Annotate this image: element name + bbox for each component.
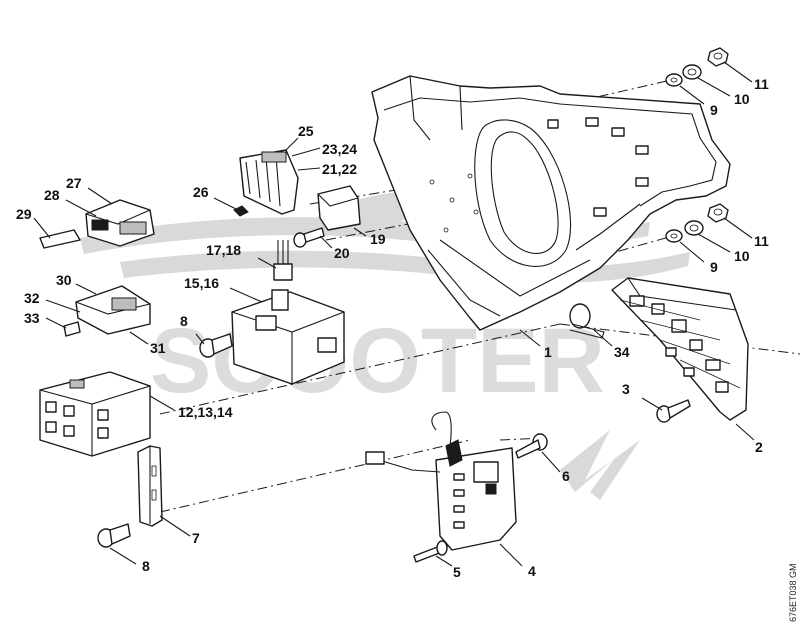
callout-2: 2	[755, 439, 763, 455]
din-rail-part-19	[317, 185, 361, 231]
callout-11-bottom: 11	[754, 233, 769, 249]
callout-6: 6	[562, 468, 570, 484]
washer-nut-set-bottom	[665, 203, 729, 243]
din-rail-part-7	[137, 445, 163, 527]
callout-labels: 1 2 3 4 5 6 7 8 8 9 9 10 10 11 11 12,13,…	[16, 76, 769, 580]
washer-nut-set-top	[665, 47, 729, 87]
callout-12-13-14: 12,13,14	[178, 404, 233, 420]
fuse-holder-part-30	[75, 285, 151, 335]
callout-28: 28	[44, 187, 60, 203]
fuse-part-33	[63, 321, 81, 337]
screw-part-3	[656, 399, 691, 423]
terminal-block-part-21	[239, 149, 299, 215]
callout-9-bottom: 9	[710, 259, 718, 275]
callout-27: 27	[66, 175, 82, 191]
callout-3: 3	[622, 381, 630, 397]
callout-8-upper: 8	[180, 313, 188, 329]
circuit-board-part-2	[611, 277, 749, 421]
pin-part-5	[413, 540, 448, 563]
contactor-part-12	[39, 371, 151, 457]
housing-part-1	[371, 75, 731, 331]
cable-tie-part-34	[569, 303, 605, 339]
callout-4: 4	[528, 563, 536, 579]
leader-lines	[33, 61, 755, 567]
callout-34: 34	[614, 344, 630, 360]
callout-17-18: 17,18	[206, 242, 241, 258]
jumper-part-26	[233, 205, 249, 217]
screw-part-8-upper	[199, 333, 233, 358]
screw-part-6	[515, 433, 548, 459]
callout-10-bottom: 10	[734, 248, 750, 264]
callout-20: 20	[334, 245, 350, 261]
callout-30: 30	[56, 272, 72, 288]
control-board-part-4	[365, 411, 517, 551]
callout-9-top: 9	[710, 102, 718, 118]
callout-29: 29	[16, 206, 32, 222]
callout-5: 5	[453, 564, 461, 580]
callout-33: 33	[24, 310, 40, 326]
callout-11-top: 11	[754, 76, 769, 92]
fuse-holder-part-27	[85, 199, 155, 247]
connector-part-17	[273, 240, 293, 281]
callout-10-top: 10	[734, 91, 750, 107]
callout-25: 25	[298, 123, 314, 139]
drawing-code: 676ET038 GM	[788, 563, 798, 622]
callout-26: 26	[193, 184, 209, 200]
screw-part-20	[293, 227, 325, 248]
callout-7: 7	[192, 530, 200, 546]
callout-19: 19	[370, 231, 386, 247]
transformer-part-15	[231, 289, 345, 385]
callout-15-16: 15,16	[184, 275, 219, 291]
fuse-part-29	[39, 229, 81, 249]
screw-part-8-lower	[97, 523, 131, 548]
watermark-text: SCOOTER	[150, 310, 605, 412]
callout-1: 1	[544, 344, 552, 360]
callout-23-24: 23,24	[322, 141, 357, 157]
callout-21-22: 21,22	[322, 161, 357, 177]
callout-32: 32	[24, 290, 40, 306]
callout-8-lower: 8	[142, 558, 150, 574]
callout-31: 31	[150, 340, 166, 356]
